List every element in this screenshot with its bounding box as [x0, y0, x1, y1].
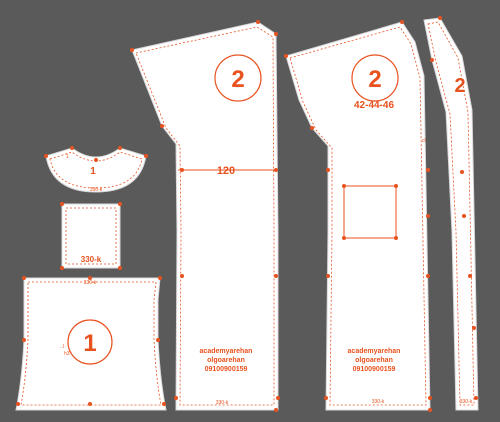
pattern-piece-back: 2 120 academyarehan olgoarehan 091009001… — [130, 20, 280, 412]
pattern-piece-collar: 1 1 330-k — [44, 146, 148, 193]
side-note-1: ..l — [60, 344, 64, 350]
watermark-line-1: academyarehan — [348, 348, 401, 355]
piece-number-ring — [351, 54, 399, 102]
hem-label: 330-k — [372, 399, 385, 405]
size-label: 42-44-46 — [354, 100, 394, 111]
pocket-placement — [343, 185, 397, 239]
pattern-piece-strip: 2 330-k — [423, 16, 479, 411]
notch-marks — [130, 20, 280, 412]
notch-marks — [284, 20, 432, 412]
bottom-label: 330-k — [90, 187, 103, 193]
notch-marks — [44, 146, 148, 162]
cuff-label: 330-k — [81, 255, 102, 264]
notch-marks — [16, 276, 166, 406]
pattern-piece-cuff: 330-k — [60, 202, 122, 270]
pattern-piece-body-small: 1 330-k ..l h3 — [15, 276, 167, 411]
side-note-2: h3 — [64, 351, 70, 357]
notch-marks — [430, 16, 478, 400]
piece-number: 1 — [90, 166, 96, 177]
watermark-line-1: academyarehan — [200, 348, 253, 355]
notch-marks — [60, 202, 122, 270]
mark-label: 1 — [66, 154, 69, 160]
watermark-line-2: olgoarehan — [355, 357, 393, 364]
watermark-line-3: 09100900159 — [353, 366, 396, 373]
piece-number-ring — [67, 319, 113, 365]
piece-number: 1 — [83, 330, 96, 357]
top-label: 330-k — [84, 280, 97, 286]
watermark-line-3: 09100900159 — [205, 366, 248, 373]
piece-number: 2 — [454, 75, 465, 97]
watermark-line-2: olgoarehan — [207, 357, 245, 364]
piece-number: 2 — [231, 66, 244, 93]
piece-number: 2 — [368, 66, 381, 93]
hem-label: 330-k — [216, 400, 229, 406]
pocket-corner-marks — [342, 184, 398, 240]
width-label: 120 — [217, 165, 235, 177]
pattern-piece-front: 2 42-44-46 academyarehan olgoarehan 0910… — [284, 20, 432, 412]
hem-label: 330-k — [460, 399, 473, 405]
piece-number-ring — [214, 54, 262, 102]
side-note: cl — [422, 138, 426, 144]
